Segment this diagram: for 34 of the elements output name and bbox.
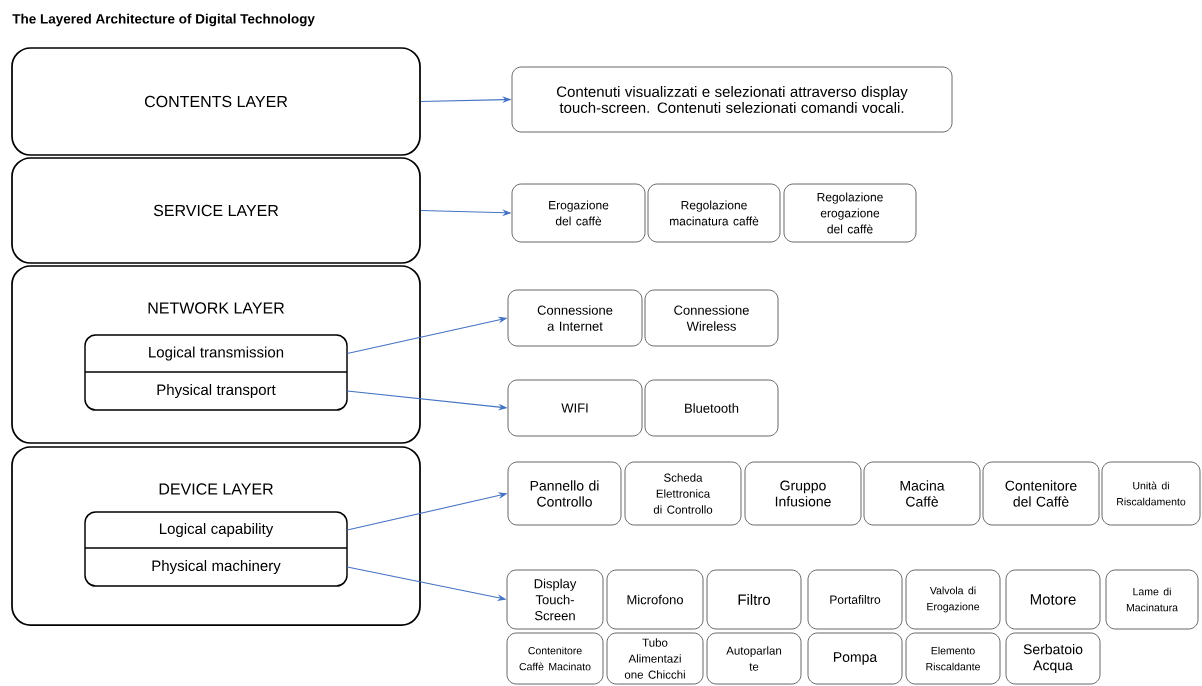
item-box: Macina Caffè: [863, 461, 981, 526]
item-box: Pannello di Controllo: [507, 461, 622, 526]
item-box: Regolazione macinatura caffè: [647, 183, 781, 243]
layer-box: SERVICE LAYER: [11, 157, 421, 264]
item-box: Tubo Alimentazi one Chicchi: [606, 632, 704, 685]
sublayer-box: Logical transmission: [84, 334, 348, 373]
title: The Layered Architecture of Digital Technology: [12, 13, 315, 27]
item-box: Contenitore Caffè Macinato: [506, 632, 604, 685]
item-box: Valvola di Erogazione: [905, 569, 1001, 630]
item-box: Elemento Riscaldante: [905, 632, 1001, 685]
item-box: Autoparlan te: [706, 632, 802, 685]
item-box: Bluetooth: [644, 379, 779, 437]
item-box: Motore: [1005, 569, 1101, 630]
item-box: Regolazione erogazione del caffè: [783, 183, 917, 243]
sublayer-box: Physical transport: [84, 371, 348, 411]
item-box: Microfono: [606, 569, 704, 630]
item-box: Serbatoio Acqua: [1005, 632, 1101, 685]
item-box: Pompa: [807, 632, 903, 685]
item-box: Erogazione del caffè: [511, 183, 646, 243]
item-box: WIFI: [507, 379, 643, 437]
item-box: Gruppo Infusione: [744, 461, 862, 526]
description-box: Contenuti visualizzati e selezionati attraverso display touch-screen. Contenuti selezionati comandi vocali.: [511, 66, 953, 133]
item-box: Contenitore del Caffè: [982, 461, 1100, 526]
item-box: Unità di Riscaldamento: [1101, 461, 1201, 526]
item-box: Connessione a Internet: [507, 289, 643, 347]
layer-box: CONTENTS LAYER: [11, 47, 421, 156]
sublayer-box: Physical machinery: [84, 547, 348, 587]
item-box: Connessione Wireless: [644, 289, 779, 347]
item-box: Scheda Elettronica di Controllo: [624, 461, 742, 526]
item-box: Portafiltro: [807, 569, 903, 630]
item-box: Display Touch-Screen: [506, 569, 604, 630]
item-box: Lame di Macinatura: [1105, 569, 1199, 630]
sublayer-box: Logical capability: [84, 511, 348, 549]
item-box: Filtro: [706, 569, 802, 630]
